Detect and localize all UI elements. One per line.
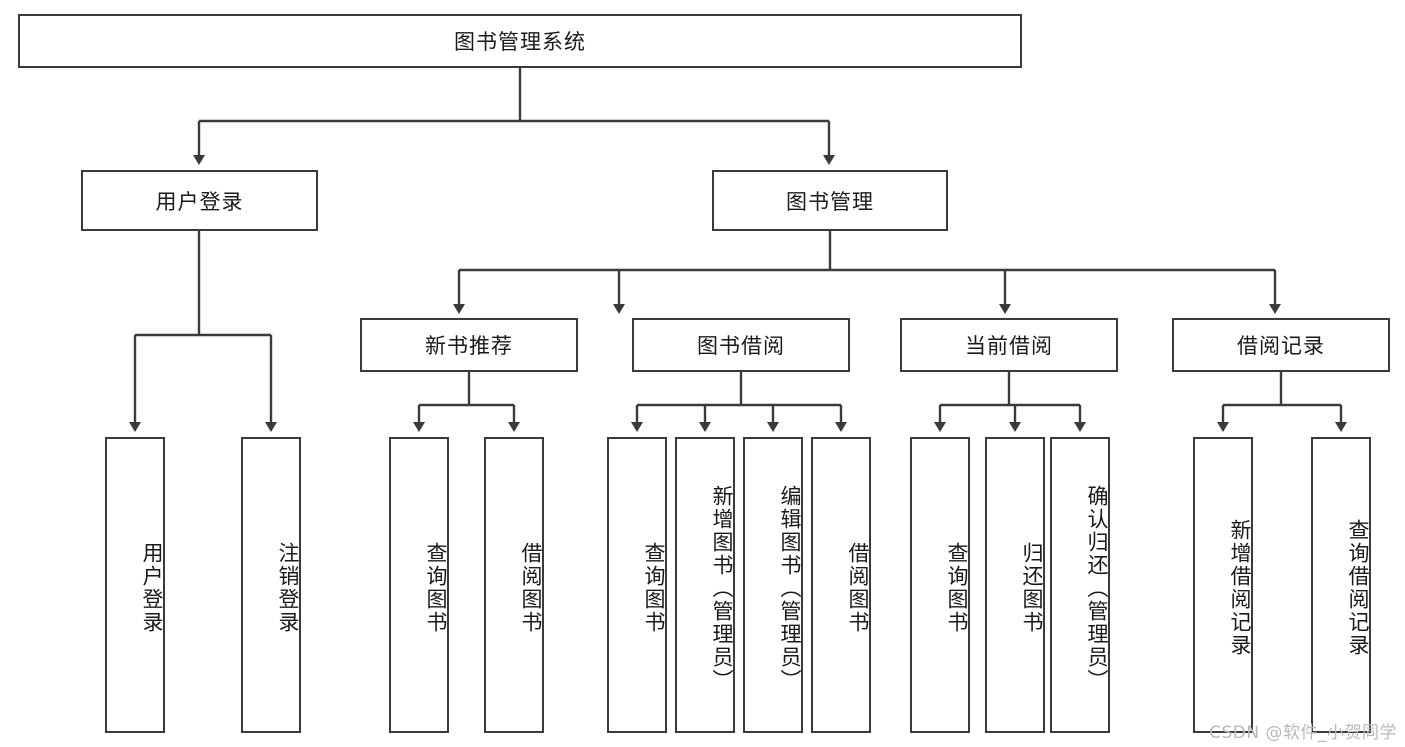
watermark-text: CSDN @软件_小贺同学 [1209, 723, 1397, 743]
node-label: 借阅图书 [846, 542, 870, 634]
node-level3-2[interactable]: 当前借阅 [900, 318, 1118, 372]
node-level3-0[interactable]: 新书推荐 [360, 318, 578, 372]
node-label: 查询图书 [424, 542, 448, 634]
node-label: 图书管理系统 [454, 30, 586, 54]
node-leaf-7[interactable]: 借阅图书 [811, 437, 871, 733]
node-level3-1[interactable]: 图书借阅 [632, 318, 850, 372]
node-label: 用户登录 [140, 542, 164, 634]
node-leaf-11[interactable]: 新增借阅记录 [1193, 437, 1253, 733]
node-leaf-5[interactable]: 新增图书（管理员） [675, 437, 735, 733]
node-leaf-6[interactable]: 编辑图书（管理员） [743, 437, 803, 733]
node-root-book-management-system[interactable]: 图书管理系统 [18, 14, 1022, 68]
node-leaf-4[interactable]: 查询图书 [607, 437, 667, 733]
node-leaf-1[interactable]: 注销登录 [241, 437, 301, 733]
node-leaf-2[interactable]: 查询图书 [389, 437, 449, 733]
node-label: 借阅记录 [1237, 334, 1325, 358]
node-label: 用户登录 [155, 189, 244, 214]
node-label: 新增图书（管理员） [710, 484, 734, 692]
node-label: 查询借阅记录 [1346, 519, 1370, 657]
node-level2-1[interactable]: 图书管理 [712, 170, 948, 231]
node-leaf-8[interactable]: 查询图书 [910, 437, 970, 733]
node-label: 借阅图书 [519, 542, 543, 634]
node-leaf-12[interactable]: 查询借阅记录 [1311, 437, 1371, 733]
node-label: 查询图书 [642, 542, 666, 634]
node-label: 归还图书 [1020, 542, 1044, 634]
node-label: 新书推荐 [425, 334, 513, 358]
node-label: 当前借阅 [965, 334, 1053, 358]
node-level2-0[interactable]: 用户登录 [81, 170, 318, 231]
node-label: 新增借阅记录 [1228, 519, 1252, 657]
node-label: 图书管理 [786, 189, 874, 214]
node-leaf-10[interactable]: 确认归还（管理员） [1050, 437, 1110, 733]
node-label: 查询图书 [945, 542, 969, 634]
node-leaf-9[interactable]: 归还图书 [985, 437, 1045, 733]
node-label: 确认归还（管理员） [1085, 484, 1109, 692]
node-leaf-3[interactable]: 借阅图书 [484, 437, 544, 733]
node-leaf-0[interactable]: 用户登录 [105, 437, 165, 733]
node-label: 注销登录 [276, 542, 300, 634]
node-label: 图书借阅 [697, 334, 785, 358]
node-level3-3[interactable]: 借阅记录 [1172, 318, 1390, 372]
node-label: 编辑图书（管理员） [778, 484, 802, 692]
